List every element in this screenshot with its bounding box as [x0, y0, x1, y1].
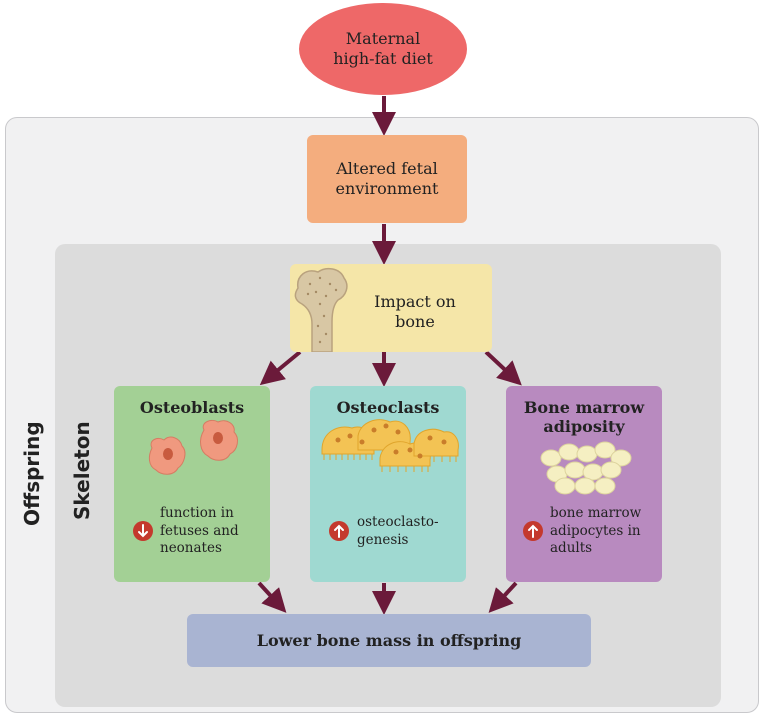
osteoclasts-title: Osteoclasts	[336, 398, 440, 417]
arrow-up-icon	[329, 521, 349, 541]
arrow-up-icon	[523, 521, 543, 541]
maternal-diet-label: Maternal high-fat diet	[333, 29, 433, 68]
arrow-osteoblasts-to-lower	[257, 581, 287, 613]
osteoblasts-title: Osteoblasts	[139, 398, 245, 417]
osteoblasts-text: function in fetuses and neonates	[160, 505, 239, 557]
lower-bone-mass-node: Lower bone mass in offspring	[187, 614, 591, 667]
arrow-adiposity-to-lower	[488, 581, 518, 613]
osteoblasts-card	[114, 386, 270, 582]
osteoblast-cell-icon	[148, 419, 238, 475]
bone-marrow-adiposity-text: bone marrow adipocytes in adults	[550, 505, 642, 557]
altered-environment-label: Altered fetal environment	[335, 159, 439, 198]
femur-bone-icon	[294, 267, 348, 352]
osteoclasts-card	[310, 386, 466, 582]
altered-environment-node: Altered fetal environment	[307, 135, 467, 223]
arrow-impact-to-osteoblasts	[259, 350, 302, 386]
osteoclast-cell-icon	[321, 419, 459, 472]
adipocyte-cluster-icon	[540, 441, 632, 495]
lower-bone-mass-label: Lower bone mass in offspring	[256, 630, 522, 650]
osteoclasts-text: osteoclasto- genesis	[357, 514, 439, 548]
arrow-impact-to-adiposity	[484, 350, 522, 386]
impact-on-bone-label: Impact on bone	[374, 292, 456, 331]
maternal-diet-node: Maternal high-fat diet	[299, 3, 467, 95]
bone-marrow-adiposity-title: Bone marrow adiposity	[523, 398, 645, 437]
arrow-down-icon	[133, 521, 153, 541]
